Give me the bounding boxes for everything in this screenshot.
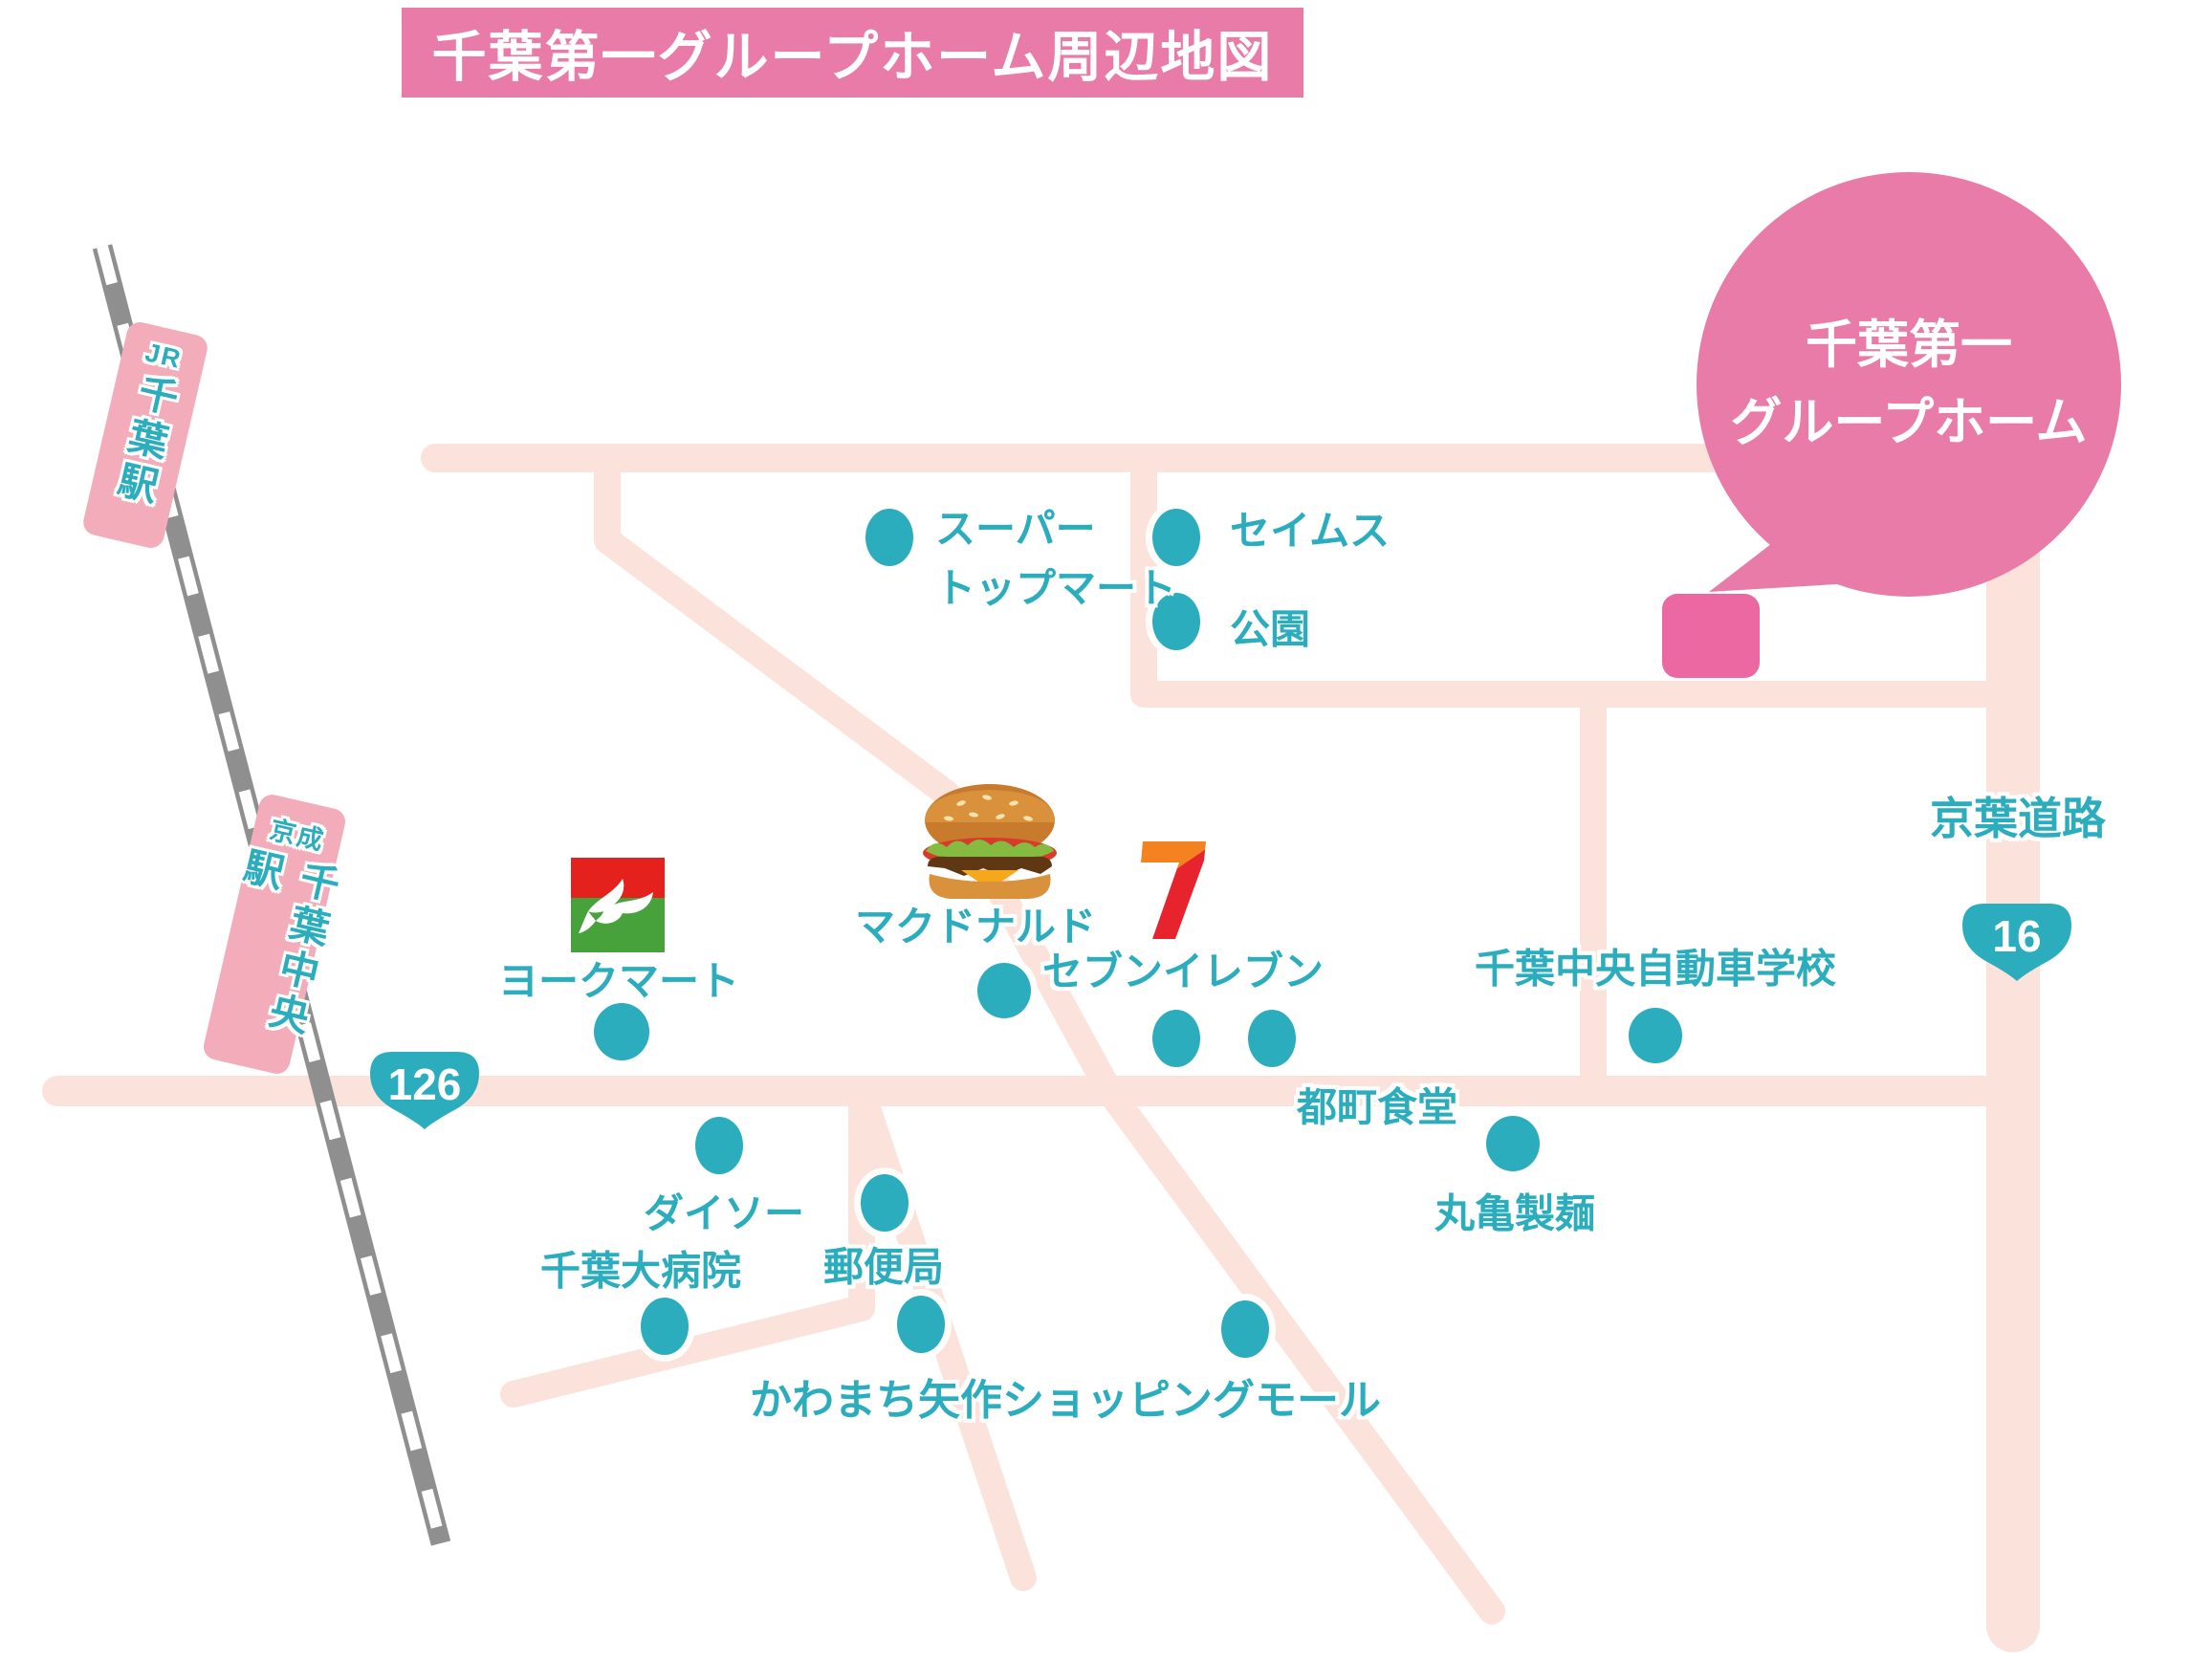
poi-label-postoffice: 郵便局 <box>822 1244 945 1290</box>
poi-label-kawamachi: かわまち矢作ショッピングモール <box>750 1377 1381 1424</box>
poi-dot-drivingschool <box>1629 1008 1682 1063</box>
poi-dot-kawamachi <box>897 1296 945 1353</box>
bubble-line1: 千葉第一 <box>1805 317 2012 374</box>
station-name: 千葉駅 <box>107 369 182 512</box>
poi-label-daiso: ダイソー <box>643 1190 805 1236</box>
page-title: 千葉第一グループホーム周辺地図 <box>431 27 1274 88</box>
road-bottom-bend <box>500 1078 875 1408</box>
yorkmart-logo <box>571 858 665 952</box>
road-label-keiyo: 京葉道路 <box>1930 794 2106 843</box>
poi-label-chibadai: 千葉大病院 <box>539 1248 742 1294</box>
title-banner: 千葉第一グループホーム周辺地図 <box>402 8 1303 98</box>
hamburger-icon <box>918 782 1062 908</box>
poi-dot-yorkmart <box>594 1003 649 1060</box>
poi-dot-miyakocho <box>1248 1010 1296 1067</box>
poi-dot-seveneleven <box>1152 1010 1200 1067</box>
bubble-text: 千葉第一 グループホーム <box>1730 307 2087 462</box>
poi-label-topmart-line2: トップマート <box>935 565 1177 611</box>
station-prefix: JR <box>142 338 186 375</box>
poi-dot-postoffice <box>861 1174 909 1232</box>
poi-dot-daiso <box>695 1117 743 1174</box>
bubble-line2: グループホーム <box>1730 394 2088 451</box>
poi-dot-unlabeled <box>1221 1300 1269 1358</box>
poi-label-drivingschool: 千葉中央自動車学校 <box>1474 946 1837 992</box>
poi-label-topmart-line1: スーパー <box>935 506 1096 552</box>
dove-tail <box>579 911 596 933</box>
group-home-bubble: 千葉第一 グループホーム <box>1697 172 2121 597</box>
poi-dot-marugame <box>1486 1116 1540 1171</box>
poi-label-miyakocho: 都町食堂 <box>1296 1084 1458 1130</box>
poi-dot-seimus <box>1152 509 1200 566</box>
poi-label-mcdonalds: マクドナルド <box>854 904 1097 950</box>
seven-eleven-7-icon <box>1141 840 1208 941</box>
group-home-building-marker <box>1662 594 1760 678</box>
poi-label-kouen: 公園 <box>1230 606 1311 652</box>
poi-dot-mcdonalds <box>977 963 1031 1018</box>
poi-label-seimus: セイムス <box>1230 508 1391 554</box>
dove-icon <box>588 879 653 924</box>
poi-dot-topmart <box>865 509 913 566</box>
poi-label-seveneleven: セブンイレブン <box>1041 949 1325 994</box>
poi-dot-kouen <box>1152 593 1200 650</box>
road-diagonal-main <box>594 445 1505 1625</box>
poi-label-yorkmart: ヨークマート <box>497 958 740 1004</box>
poi-dot-chibadai <box>641 1298 689 1355</box>
poi-label-marugame: 丸亀製麺 <box>1434 1190 1596 1236</box>
